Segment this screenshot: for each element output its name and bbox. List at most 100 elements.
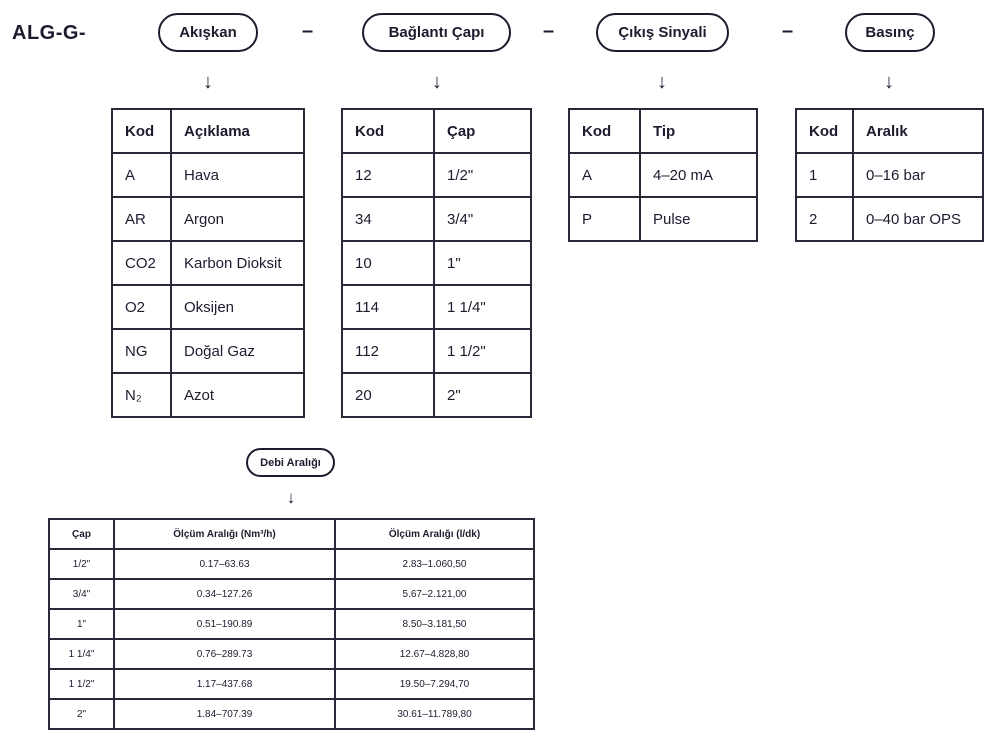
- table-cell: 2": [48, 698, 115, 730]
- table-cell: 1.84–707.39: [113, 698, 336, 730]
- table-cell: 112: [341, 328, 435, 374]
- table-cell: NG: [111, 328, 172, 374]
- table-cell: 30.61–11.789,80: [334, 698, 535, 730]
- table-cell: 1: [795, 152, 854, 198]
- separator-dash: –: [302, 20, 314, 42]
- table-cell: 0.17–63.63: [113, 548, 336, 580]
- column-header: Ölçüm Aralığı (l/dk): [334, 518, 535, 550]
- table-cell: Doğal Gaz: [170, 328, 305, 374]
- table-cell: 1/2": [433, 152, 532, 198]
- column-header: Kod: [568, 108, 641, 154]
- arrow-down-icon: ↓: [286, 488, 296, 507]
- table-cell: 3/4": [433, 196, 532, 242]
- table-cell: 20: [341, 372, 435, 418]
- column-header: Kod: [111, 108, 172, 154]
- table-cell: 12.67–4.828,80: [334, 638, 535, 670]
- arrow-down-icon: ↓: [203, 71, 213, 93]
- table-cell: 1 1/2": [433, 328, 532, 374]
- table-cell: 0.76–289.73: [113, 638, 336, 670]
- table-cell: 2.83–1.060,50: [334, 548, 535, 580]
- separator-dash: –: [543, 20, 555, 42]
- table-cell: Hava: [170, 152, 305, 198]
- table-cell: CO2: [111, 240, 172, 286]
- flow-range-pill: Debi Aralığı: [246, 448, 335, 477]
- table-cell: Oksijen: [170, 284, 305, 330]
- column-header: Çap: [433, 108, 532, 154]
- table-cell: 0.51–190.89: [113, 608, 336, 640]
- table-cell: A: [568, 152, 641, 198]
- column-header: Kod: [795, 108, 854, 154]
- table-cell: 34: [341, 196, 435, 242]
- table-cell: Pulse: [639, 196, 758, 242]
- column-header: Tip: [639, 108, 758, 154]
- column-header: Kod: [341, 108, 435, 154]
- table-cell: 2": [433, 372, 532, 418]
- table-cell: Karbon Dioksit: [170, 240, 305, 286]
- table-cell: 12: [341, 152, 435, 198]
- table-cell: 5.67–2.121,00: [334, 578, 535, 610]
- table-cell: 1": [48, 608, 115, 640]
- arrow-down-icon: ↓: [432, 71, 442, 93]
- column-header: Aralık: [852, 108, 984, 154]
- table-cell: 19.50–7.294,70: [334, 668, 535, 700]
- table-cell: 0–16 bar: [852, 152, 984, 198]
- table-cell: 4–20 mA: [639, 152, 758, 198]
- segment-pill-fluid: Akışkan: [158, 13, 258, 52]
- table-cell: 1 1/2": [48, 668, 115, 700]
- table-cell: AR: [111, 196, 172, 242]
- segment-pill-connection: Bağlantı Çapı: [362, 13, 511, 52]
- table-cell: 3/4": [48, 578, 115, 610]
- table-cell: O2: [111, 284, 172, 330]
- table-cell: 2: [795, 196, 854, 242]
- table-cell: 8.50–3.181,50: [334, 608, 535, 640]
- segment-pill-output: Çıkış Sinyali: [596, 13, 729, 52]
- segment-pill-pressure: Basınç: [845, 13, 935, 52]
- column-header: Çap: [48, 518, 115, 550]
- arrow-down-icon: ↓: [657, 71, 667, 93]
- table-cell: 1 1/4": [48, 638, 115, 670]
- separator-dash: –: [782, 20, 794, 42]
- table-cell: 1": [433, 240, 532, 286]
- table-cell: 1.17–437.68: [113, 668, 336, 700]
- table-cell: A: [111, 152, 172, 198]
- table-cell: 1/2": [48, 548, 115, 580]
- table-cell: P: [568, 196, 641, 242]
- model-prefix: ALG-G-: [12, 22, 87, 44]
- table-cell: 0–40 bar OPS: [852, 196, 984, 242]
- table-cell: Azot: [170, 372, 305, 418]
- table-cell: 1 1/4": [433, 284, 532, 330]
- column-header: Ölçüm Aralığı (Nm³/h): [113, 518, 336, 550]
- table-cell: Argon: [170, 196, 305, 242]
- table-cell: 114: [341, 284, 435, 330]
